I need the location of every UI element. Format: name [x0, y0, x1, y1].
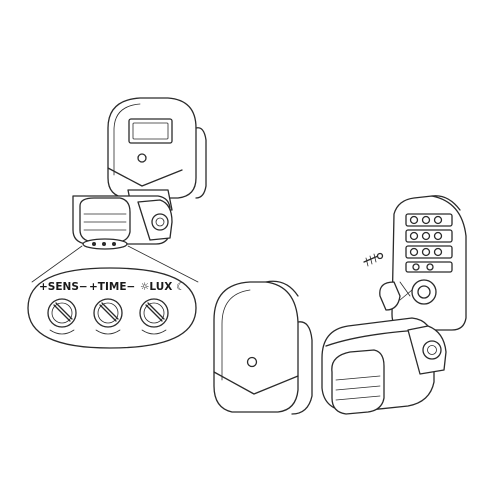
- lux-label: ☼LUX ☾: [140, 281, 185, 293]
- wire-terminals: [405, 213, 453, 273]
- dial-callout: +SENS− +TIME− ☼LUX ☾: [27, 267, 197, 349]
- exploded-mounting-plate: [213, 280, 313, 415]
- exploded-knuckle: [422, 340, 442, 360]
- lux-dial[interactable]: [139, 298, 169, 335]
- screw-hole: [137, 153, 147, 163]
- mounting-plate: [107, 97, 197, 199]
- mounting-screw: [363, 252, 384, 267]
- exploded-lens: [331, 349, 385, 415]
- plate-window: [128, 118, 173, 144]
- time-label: +TIME−: [89, 281, 135, 293]
- exploded-sensor-head: [321, 317, 447, 415]
- time-dial[interactable]: [93, 298, 123, 335]
- assembled-sensor: [31, 97, 207, 283]
- sensor-lens: [79, 197, 131, 243]
- zoom-leader-left: [31, 245, 83, 283]
- exploded-screw-hole: [246, 356, 258, 368]
- terminal-housing: [379, 195, 467, 331]
- zoom-leader-right: [127, 245, 199, 283]
- sens-dial[interactable]: [47, 298, 77, 335]
- sens-label: +SENS−: [39, 281, 88, 293]
- pivot-knuckle: [151, 213, 169, 231]
